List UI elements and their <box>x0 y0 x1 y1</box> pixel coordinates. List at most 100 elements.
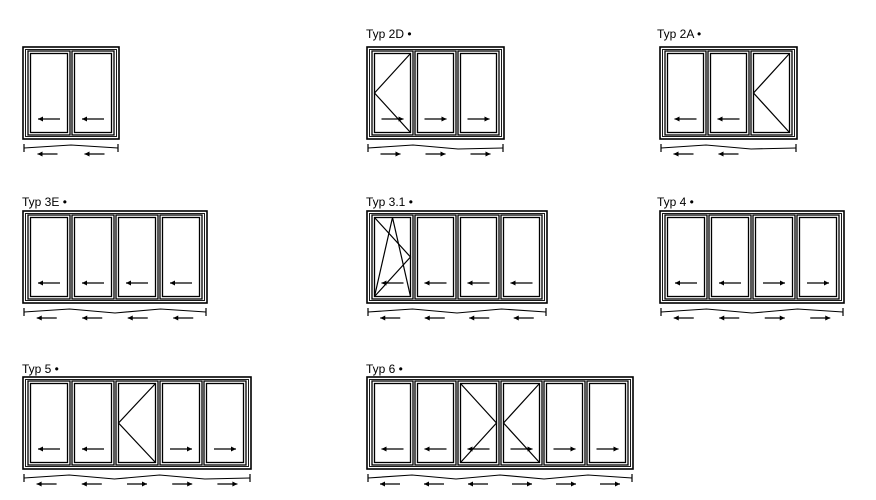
fold-arrow-3-head <box>142 481 147 487</box>
fold-arrow-2-head <box>84 151 90 157</box>
frame-outer <box>22 376 252 470</box>
panel-glass-2 <box>416 52 455 134</box>
panel-arrow-3-head <box>780 280 785 286</box>
fold-arrow-1-head <box>36 315 42 321</box>
panel-arrow-2-head <box>82 116 87 122</box>
fold-arrow-3-head <box>468 481 473 487</box>
panel-glass-3 <box>117 216 157 298</box>
panel-2 <box>414 50 457 136</box>
panel-1 <box>27 214 71 300</box>
fold-arrow-3-head <box>485 151 491 157</box>
fold-arrow-5-head <box>232 481 238 487</box>
panel-5 <box>203 380 247 466</box>
fold-line <box>23 474 251 480</box>
label-typ-2d: Typ 2D • <box>366 27 412 41</box>
fold-arrow-1-head <box>673 151 679 157</box>
fold-arrow-3-head <box>469 315 475 321</box>
diagram-typ-2a <box>659 46 798 157</box>
diagram-typ-3e <box>22 210 208 321</box>
frame-mid <box>25 49 117 137</box>
fold-line <box>660 308 844 314</box>
panel-3 <box>752 214 796 300</box>
fold-line <box>367 308 547 314</box>
frame-outer <box>366 210 548 304</box>
panel-arrow-4-head <box>187 446 192 452</box>
panel-glass-3 <box>459 52 498 134</box>
fold-line <box>23 308 207 314</box>
fold-arrow-2-head <box>82 315 88 321</box>
panel-glass-5 <box>205 382 245 464</box>
panel-glass-4 <box>798 216 838 298</box>
frame-outer <box>22 210 208 304</box>
panel-2 <box>71 50 115 136</box>
panel-3 <box>115 380 159 466</box>
frame-mid <box>369 213 545 301</box>
label-typ-4: Typ 4 • <box>657 195 694 209</box>
panel-4 <box>796 214 840 300</box>
panel-arrow-1-head <box>38 446 43 452</box>
diagram-typ-2 <box>22 46 120 157</box>
panel-glass-1 <box>29 382 69 464</box>
panel-arrow-4-head <box>824 280 829 286</box>
panel-2 <box>414 214 457 300</box>
label-typ-3e: Typ 3E • <box>22 195 67 209</box>
fold-arrow-1-head <box>37 151 43 157</box>
panel-3 <box>457 50 500 136</box>
panel-glass-3 <box>459 216 498 298</box>
panel-arrow-5-head <box>570 446 576 452</box>
panel-arrow-3-head <box>484 116 490 122</box>
panel-glass-2 <box>416 216 455 298</box>
panel-glass-4 <box>502 216 541 298</box>
panel-glass-4 <box>161 382 201 464</box>
panel-arrow-2-head <box>719 280 724 286</box>
frame-mid <box>369 49 502 137</box>
panel-glass-2 <box>710 216 750 298</box>
panel-arrow-6-head <box>613 446 619 452</box>
panel-3 <box>457 214 500 300</box>
frame-mid <box>662 49 795 137</box>
label-typ-3-1: Typ 3.1 • <box>366 195 413 209</box>
panel-4 <box>159 214 203 300</box>
fold-arrow-5-head <box>571 481 576 487</box>
panel-1 <box>371 380 414 466</box>
label-typ-6: Typ 6 • <box>366 362 403 376</box>
panel-3 <box>750 50 793 136</box>
panel-glass-4 <box>502 382 541 464</box>
fold-arrow-2-head <box>719 315 725 321</box>
opening-symbol <box>117 383 156 463</box>
panel-2 <box>414 380 457 466</box>
frame-outer <box>366 376 634 470</box>
frame-mid <box>25 213 205 301</box>
fold-arrow-1-head <box>36 481 42 487</box>
panel-arrow-2-head <box>717 116 723 122</box>
panel-glass-1 <box>666 216 706 298</box>
frame-mid <box>25 379 249 467</box>
panel-arrow-2-head <box>82 280 87 286</box>
panel-glass-1 <box>666 52 705 134</box>
fold-line <box>660 144 797 150</box>
fold-arrow-2-head <box>718 151 724 157</box>
panel-glass-3 <box>754 216 794 298</box>
panel-6 <box>586 380 629 466</box>
opening-symbol-tilt <box>373 217 412 297</box>
panel-1 <box>664 214 708 300</box>
panel-glass-4 <box>161 216 201 298</box>
panel-arrow-1-head <box>38 116 43 122</box>
fold-arrow-4-head <box>527 481 532 487</box>
label-typ-5: Typ 5 • <box>22 362 59 376</box>
panel-glass-2 <box>73 216 113 298</box>
fold-line <box>367 474 633 480</box>
fold-arrow-1-head <box>673 315 679 321</box>
diagram-typ-5 <box>22 376 252 487</box>
fold-arrow-4-head <box>825 315 831 321</box>
panel-4 <box>500 214 543 300</box>
fold-arrow-2-head <box>81 481 87 487</box>
opening-symbol <box>373 53 411 133</box>
diagram-typ-6 <box>366 376 634 487</box>
label-typ-2a: Typ 2A • <box>657 27 702 41</box>
panel-3 <box>457 380 500 466</box>
panel-glass-3 <box>752 52 791 134</box>
panel-arrow-3-head <box>126 280 131 286</box>
fold-line <box>367 144 504 150</box>
panel-arrow-1-head <box>675 280 680 286</box>
